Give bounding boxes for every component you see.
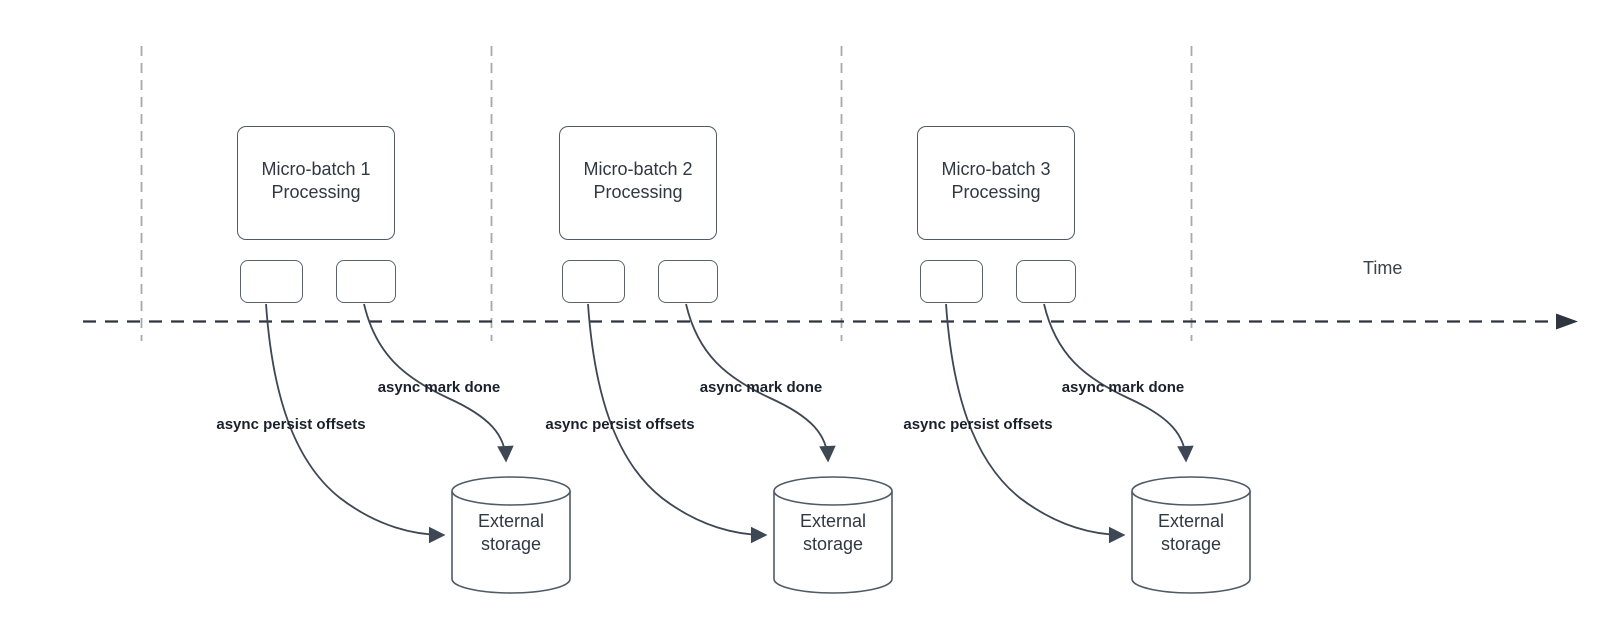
persist-offsets-label: async persist offsets [216,416,366,433]
storage-line: storage [480,534,542,555]
time-axis-label: Time [1363,258,1403,278]
microbatch-subtitle: Processing [593,182,683,202]
external-storage-cylinder-top [451,476,571,506]
microbatch-title: Micro-batch 3 [941,158,1051,179]
mark-done-label: async mark done [377,379,501,396]
microbatch-subtitle: Processing [951,182,1041,202]
microbatch-processing-box: Micro-batch 3 Processing [917,126,1075,240]
external-storage-label: External storage [452,510,570,557]
microbatch-title: Micro-batch 1 [261,158,371,179]
commit-write-box [658,260,718,303]
storage-line: storage [1160,534,1222,555]
offset-write-box [920,260,983,303]
microbatch-processing-box: Micro-batch 2 Processing [559,126,717,240]
mark-done-label: async mark done [1061,379,1185,396]
persist-offsets-label: async persist offsets [545,416,695,433]
storage-line: storage [802,534,864,555]
mark-done-arrow [363,303,514,463]
external-storage-label: External storage [774,510,892,557]
offset-write-box [562,260,625,303]
commit-write-box [336,260,396,303]
microbatch-title: Micro-batch 2 [583,158,693,179]
external-storage-label: External storage [1132,510,1250,557]
persist-offsets-arrow [265,303,446,544]
external-storage-cylinder-body [451,491,571,594]
offset-write-box [240,260,303,303]
mark-done-label: async mark done [699,379,823,396]
time-axis-arrowhead [1556,313,1578,330]
persist-offsets-label: async persist offsets [903,416,1053,433]
microbatch-subtitle: Processing [271,182,361,202]
storage-line: External [477,511,545,531]
storage-line: External [1157,511,1225,531]
commit-write-box [1016,260,1076,303]
microbatch-processing-box: Micro-batch 1 Processing [237,126,395,240]
storage-line: External [799,511,867,531]
